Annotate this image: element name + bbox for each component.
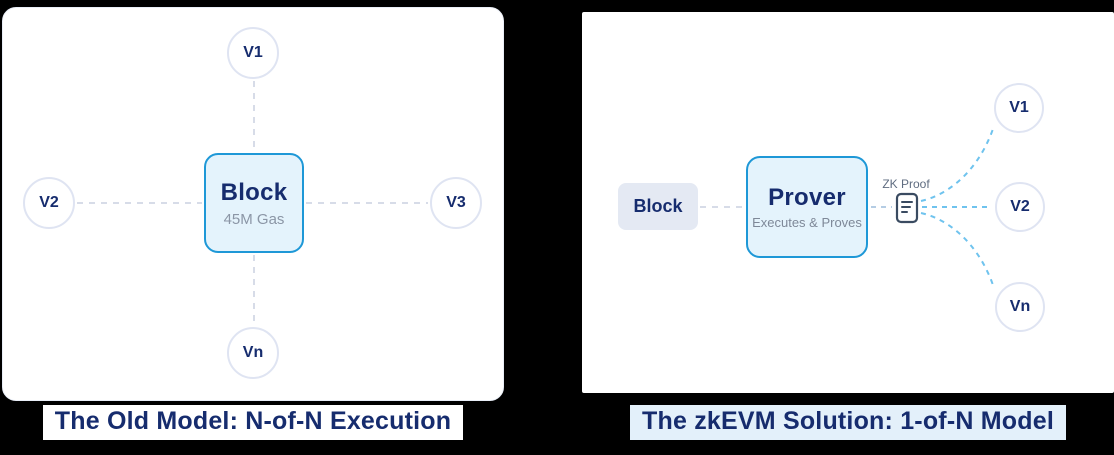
validator-circle-v2: V2 bbox=[995, 182, 1045, 232]
validator-circle-vn: Vn bbox=[995, 282, 1045, 332]
block-gas-subtitle: 45M Gas bbox=[223, 210, 285, 228]
block-node: Block bbox=[618, 183, 698, 230]
old-model-panel: V1 V2 V3 Vn Block 45M Gas bbox=[2, 7, 504, 401]
validator-circle-v2: V2 bbox=[23, 177, 75, 229]
validator-circle-vn: Vn bbox=[227, 327, 279, 379]
validator-label: Vn bbox=[242, 344, 264, 361]
validator-label: V1 bbox=[1009, 99, 1029, 116]
prover-subtitle: Executes & Proves bbox=[752, 215, 862, 230]
zkevm-caption: The zkEVM Solution: 1-of-N Model bbox=[630, 405, 1066, 440]
validator-circle-v3: V3 bbox=[430, 177, 482, 229]
validator-label: V1 bbox=[243, 44, 263, 61]
validator-label: V2 bbox=[39, 194, 59, 211]
old-model-caption: The Old Model: N-of-N Execution bbox=[42, 405, 464, 440]
block-label: Block bbox=[633, 196, 683, 216]
validator-label: Vn bbox=[1009, 298, 1031, 315]
validator-circle-v1: V1 bbox=[227, 27, 279, 79]
zk-proof-document-icon bbox=[895, 192, 919, 224]
connector-proof-vn bbox=[920, 212, 995, 289]
zkevm-model-panel: Block Prover Executes & Proves ZK Proof … bbox=[582, 12, 1114, 393]
validator-label: V2 bbox=[1010, 198, 1030, 215]
zk-proof-label: ZK Proof bbox=[882, 177, 930, 191]
validator-label: V3 bbox=[446, 194, 466, 211]
block-title: Block bbox=[220, 178, 288, 206]
prover-node: Prover Executes & Proves bbox=[746, 156, 868, 258]
block-node: Block 45M Gas bbox=[204, 153, 304, 253]
old-model-caption-row: The Old Model: N-of-N Execution bbox=[0, 405, 506, 440]
validator-circle-v1: V1 bbox=[994, 83, 1044, 133]
zkevm-caption-row: The zkEVM Solution: 1-of-N Model bbox=[582, 405, 1114, 440]
prover-title: Prover bbox=[768, 184, 846, 211]
